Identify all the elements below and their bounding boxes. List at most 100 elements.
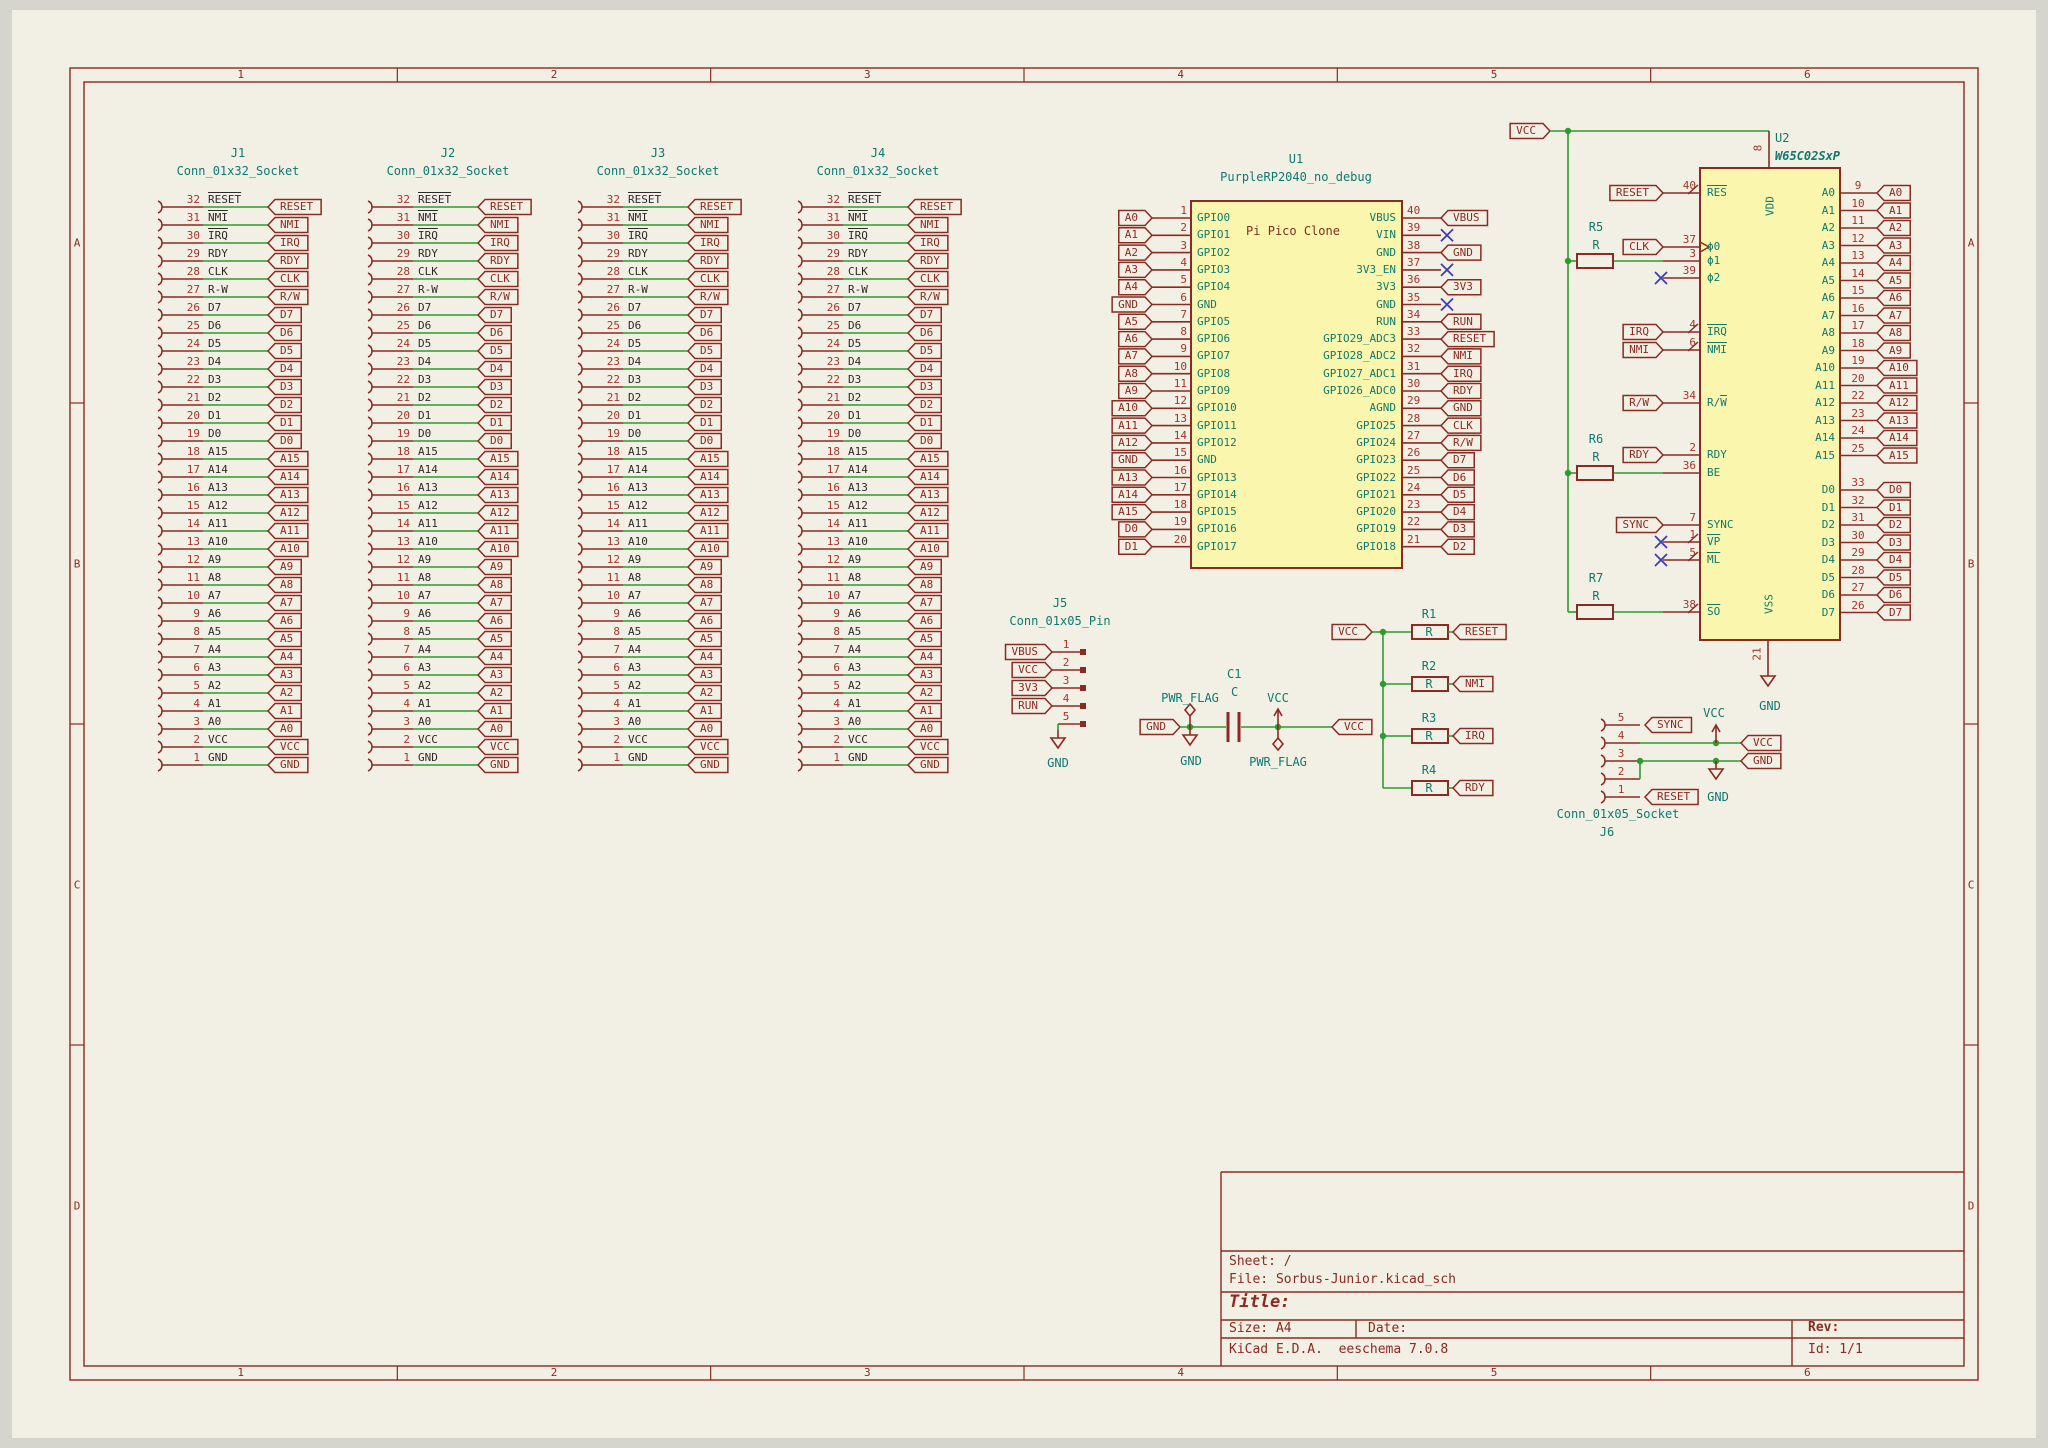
power-net-label[interactable]: [1739, 734, 1782, 752]
net-label[interactable]: [1439, 209, 1489, 227]
vcc-symbol[interactable]: [1273, 707, 1283, 717]
net-label[interactable]: [906, 612, 942, 630]
net-label[interactable]: [1875, 447, 1918, 464]
vcc-symbol[interactable]: [1711, 723, 1721, 733]
net-label[interactable]: [1118, 365, 1154, 382]
net-label[interactable]: [476, 198, 532, 216]
net-label[interactable]: [1451, 675, 1494, 693]
power-net-label[interactable]: [1330, 718, 1373, 736]
net-label[interactable]: [906, 252, 949, 270]
net-label[interactable]: [476, 396, 512, 414]
pwr-flag-symbol[interactable]: [1183, 702, 1197, 718]
net-label[interactable]: [1439, 400, 1482, 417]
net-label[interactable]: [1875, 586, 1911, 604]
net-label[interactable]: [906, 468, 949, 486]
net-label[interactable]: [476, 720, 512, 738]
net-label[interactable]: [686, 288, 729, 306]
net-label[interactable]: [906, 504, 949, 522]
net-label[interactable]: [1118, 244, 1154, 261]
net-label[interactable]: [476, 450, 519, 468]
net-label[interactable]: [1111, 469, 1154, 486]
net-label[interactable]: [1111, 417, 1154, 434]
net-label[interactable]: [1439, 521, 1475, 538]
net-label[interactable]: [1875, 342, 1911, 359]
resistor-ref[interactable]: R7: [1588, 571, 1604, 585]
net-label[interactable]: [1439, 365, 1482, 382]
net-label[interactable]: [686, 540, 729, 558]
net-label[interactable]: [906, 396, 942, 414]
net-label[interactable]: [1875, 254, 1911, 272]
resistor-ref[interactable]: R6: [1588, 432, 1604, 446]
net-label[interactable]: [476, 378, 512, 396]
net-label[interactable]: [686, 270, 729, 288]
net-label[interactable]: [1615, 516, 1665, 534]
net-label[interactable]: [266, 288, 309, 306]
net-label[interactable]: [476, 702, 512, 720]
net-label[interactable]: [1011, 679, 1054, 697]
net-label[interactable]: [906, 414, 942, 432]
net-label[interactable]: [266, 360, 302, 378]
connector-ref[interactable]: J3: [650, 146, 666, 160]
net-label[interactable]: [1439, 434, 1482, 452]
net-label[interactable]: [266, 378, 302, 396]
net-label[interactable]: [266, 216, 309, 234]
net-label[interactable]: [906, 342, 942, 360]
net-label[interactable]: [686, 324, 722, 342]
net-label[interactable]: [266, 648, 302, 666]
net-label[interactable]: [686, 432, 722, 450]
net-label[interactable]: [1111, 451, 1154, 469]
connector-ref[interactable]: J1: [230, 146, 246, 160]
j6-ref[interactable]: J6: [1599, 825, 1615, 839]
net-label[interactable]: [1118, 521, 1154, 538]
net-label[interactable]: [906, 306, 942, 324]
net-label[interactable]: [1875, 202, 1911, 219]
net-label[interactable]: [1875, 219, 1911, 237]
net-label[interactable]: [1111, 503, 1154, 521]
resistor-ref[interactable]: R4: [1421, 763, 1437, 777]
net-label[interactable]: [476, 504, 519, 522]
net-label[interactable]: [1111, 296, 1154, 313]
net-label[interactable]: [1111, 486, 1154, 504]
net-label[interactable]: [686, 648, 722, 666]
net-label[interactable]: [686, 702, 722, 720]
net-label[interactable]: [266, 198, 322, 216]
net-label[interactable]: [1609, 184, 1665, 202]
net-label[interactable]: [1643, 716, 1693, 734]
pwr-flag-symbol[interactable]: [1271, 736, 1285, 752]
net-label[interactable]: [1439, 451, 1475, 469]
net-label[interactable]: [1622, 323, 1665, 341]
net-label[interactable]: [906, 198, 962, 216]
net-label[interactable]: [686, 342, 722, 360]
net-label[interactable]: [906, 684, 942, 702]
net-label[interactable]: [266, 324, 302, 342]
resistor-ref[interactable]: R3: [1421, 711, 1437, 725]
net-label[interactable]: [906, 756, 949, 774]
gnd-symbol[interactable]: [1759, 675, 1777, 688]
net-label[interactable]: [266, 738, 309, 756]
net-label[interactable]: [1875, 377, 1918, 394]
net-label[interactable]: [476, 270, 519, 288]
net-label[interactable]: [686, 234, 729, 252]
net-label[interactable]: [266, 756, 309, 774]
net-label[interactable]: [1118, 330, 1154, 348]
net-label[interactable]: [476, 594, 512, 612]
net-label[interactable]: [1118, 261, 1154, 279]
net-label[interactable]: [1111, 434, 1154, 452]
connector-ref[interactable]: J2: [440, 146, 456, 160]
net-label[interactable]: [686, 216, 729, 234]
net-label[interactable]: [476, 468, 519, 486]
net-label[interactable]: [476, 288, 519, 306]
net-label[interactable]: [906, 594, 942, 612]
net-label[interactable]: [476, 666, 512, 684]
gnd-symbol[interactable]: [1707, 768, 1725, 781]
net-label[interactable]: [1439, 330, 1495, 348]
net-label[interactable]: [266, 720, 302, 738]
net-label[interactable]: [266, 396, 302, 414]
net-label[interactable]: [906, 324, 942, 342]
net-label[interactable]: [1622, 238, 1665, 256]
net-label[interactable]: [266, 270, 309, 288]
connector-ref[interactable]: J4: [870, 146, 886, 160]
net-label[interactable]: [1118, 538, 1154, 555]
net-label[interactable]: [476, 252, 519, 270]
net-label[interactable]: [266, 342, 302, 360]
